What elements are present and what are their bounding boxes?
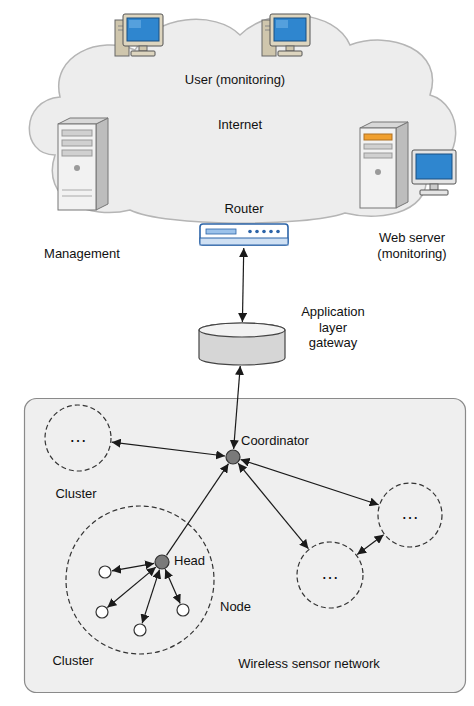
node-label: Head <box>174 553 219 569</box>
sensor-node <box>133 623 147 637</box>
management-server <box>58 118 108 210</box>
link-arrow <box>357 535 383 555</box>
node-label: Internet <box>185 117 295 133</box>
node-label: Router <box>209 201 279 217</box>
link-arrow <box>112 442 225 456</box>
node-label: User (monitoring) <box>155 72 315 88</box>
sensor-node <box>95 605 109 619</box>
cluster-circle: …Cluster <box>44 404 112 472</box>
node-label: Application layer gateway <box>293 304 373 351</box>
link-arrow <box>142 570 159 624</box>
sensor-node-outline <box>95 605 109 619</box>
link-arrow <box>241 459 379 504</box>
gateway-cylinder: Application layer gateway <box>198 322 286 366</box>
link-arrow <box>242 248 243 322</box>
link-arrow <box>107 567 155 607</box>
node-label: Web server (monitoring) <box>362 230 462 261</box>
coordinator-node-outline <box>225 449 241 465</box>
user-computer <box>115 14 163 56</box>
node-label: Wireless sensor network <box>209 656 409 672</box>
node-label: Cluster <box>38 653 108 669</box>
node-label: Node <box>220 599 265 615</box>
link-arrow <box>165 569 180 603</box>
user-computer <box>262 14 310 56</box>
cluster-circle: … <box>296 541 364 609</box>
link-arrow <box>166 464 228 556</box>
sensor-node-outline <box>133 623 147 637</box>
node-label: Cluster <box>41 486 111 502</box>
link-arrow <box>238 463 308 549</box>
web-server <box>360 122 456 208</box>
node-label: Management <box>32 246 132 262</box>
network-panel: Wireless sensor network…ClusterCoordinat… <box>24 398 466 693</box>
cluster-circle: … <box>377 482 443 548</box>
node-label: … <box>58 426 98 448</box>
node-label: … <box>390 503 430 525</box>
node-label: Coordinator <box>241 433 336 449</box>
sensor-node-outline <box>176 603 190 617</box>
coordinator-node: Coordinator <box>225 449 241 465</box>
gateway-cylinder-outline <box>198 322 286 366</box>
node-label: … <box>310 563 350 585</box>
head-node: Head <box>154 554 170 570</box>
router-device: Router <box>198 222 290 248</box>
link-arrow <box>112 563 154 570</box>
head-node-outline <box>154 554 170 570</box>
router-device-outline <box>198 222 290 248</box>
sensor-node: Node <box>176 603 190 617</box>
link-arrow <box>234 366 241 449</box>
sensor-node-outline <box>98 565 112 579</box>
sensor-node <box>98 565 112 579</box>
